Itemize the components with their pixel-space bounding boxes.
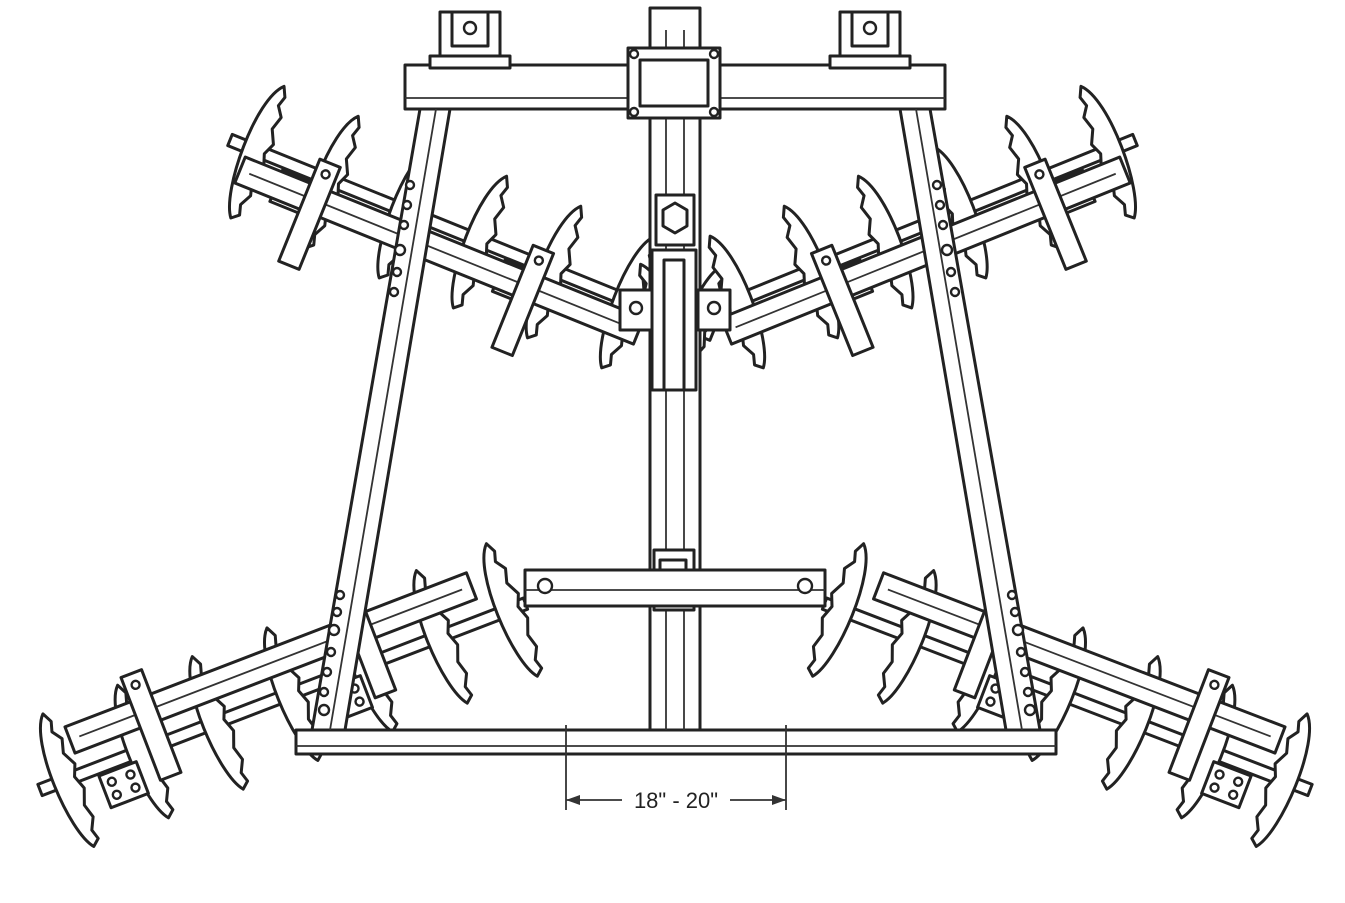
toolbar-frame: [294, 63, 1058, 756]
gang-front-left: [15, 538, 551, 857]
cross-bar: [523, 568, 827, 608]
center-beam: [626, 6, 722, 732]
hitch-bracket-right: [828, 10, 912, 70]
spacing-dimension: 18" - 20": [565, 725, 787, 813]
hitch-bracket-left: [428, 10, 512, 70]
gang-pivot-clamps: [618, 288, 732, 332]
gang-front-right: [799, 538, 1335, 857]
gang-rear-right: [627, 75, 1162, 401]
spacing-dimension-label: 18" - 20": [634, 788, 718, 813]
